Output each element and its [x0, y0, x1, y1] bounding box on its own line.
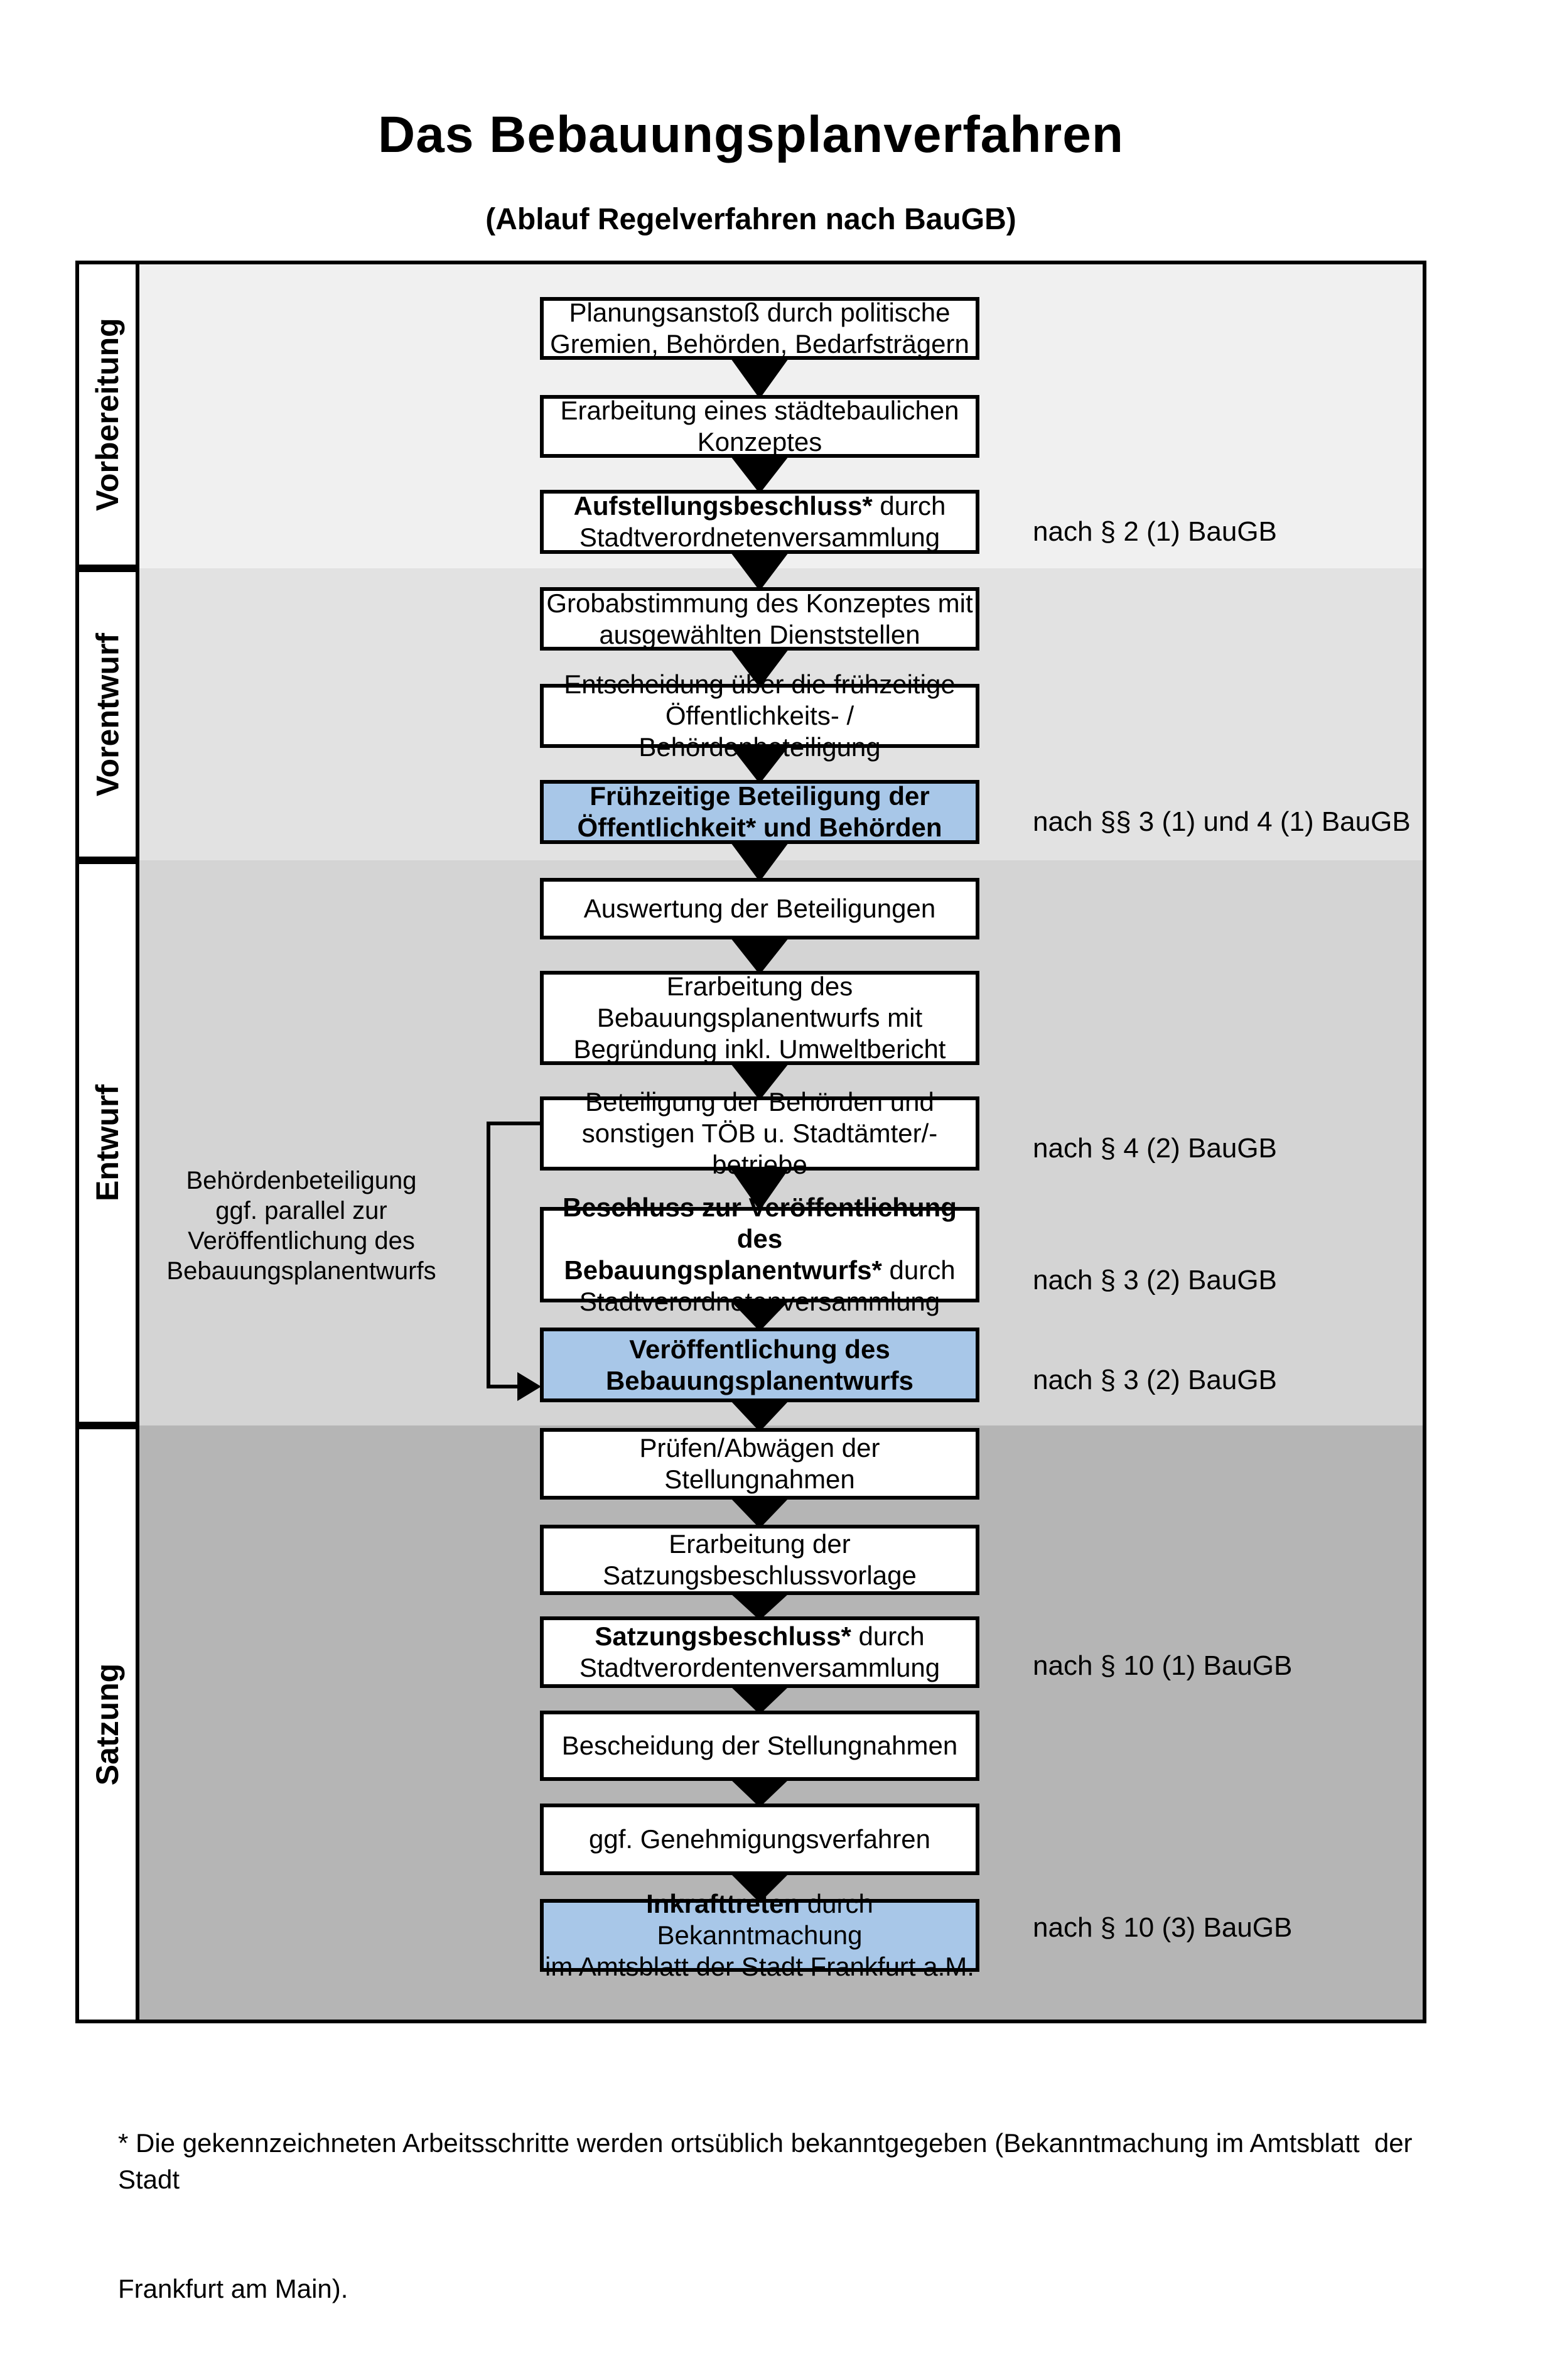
step-text-line: Prüfen/Abwägen der Stellungnahmen: [639, 1433, 880, 1494]
flow-down-arrow: [731, 1780, 789, 1807]
law-reference: nach § 3 (2) BauGB: [1033, 1265, 1277, 1295]
step-box-7: Auswertung der Beteiligungen: [540, 878, 979, 939]
parallel-connector-top: [487, 1122, 541, 1125]
step-text-line: Beteiligung der Behörden und: [585, 1087, 934, 1117]
footnote: * Die gekennzeichneten Arbeitsschritte w…: [118, 2052, 1462, 2380]
flow-down-arrow: [731, 1401, 789, 1432]
phase-label-entwurf: Entwurf: [90, 1084, 125, 1202]
step-text-line: Bebauungsplanentwurfs: [605, 1365, 914, 1395]
page-title: Das Bebauungsplanverfahren: [378, 106, 1124, 163]
step-text-line: Gremien, Behörden, Bedarfsträgern: [550, 329, 969, 359]
flow-down-arrow: [731, 649, 789, 688]
step-text-line: Begründung inkl. Umweltbericht: [573, 1034, 946, 1064]
law-reference: nach § 3 (2) BauGB: [1033, 1365, 1277, 1395]
flow-down-arrow: [731, 938, 789, 975]
page-subtitle: (Ablauf Regelverfahren nach BauGB): [485, 203, 1016, 236]
step-text-line: Satzungsbeschluss* durch: [595, 1621, 925, 1651]
step-text-line: Öffentlichkeit* und Behörden: [577, 813, 942, 842]
step-text-line: Bebauungsplanentwurfs* durch: [564, 1255, 956, 1285]
flow-down-arrow: [731, 457, 789, 494]
step-text-line: Aufstellungsbeschluss* durch: [573, 491, 946, 521]
parallel-connector-arrow-icon: [517, 1372, 541, 1401]
step-text-line: ausgewählten Dienststellen: [599, 619, 920, 649]
document-page: Das Bebauungsplanverfahren (Ablauf Regel…: [75, 106, 1426, 2303]
parallel-connector-vertical: [487, 1122, 490, 1388]
law-reference: nach § 10 (3) BauGB: [1033, 1912, 1293, 1943]
flow-down-arrow: [731, 843, 789, 882]
phase-cell-vorbereitung: [75, 261, 139, 568]
phase-label-satzung: Satzung: [90, 1663, 125, 1786]
phase-label-vorentwurf: Vorentwurf: [90, 632, 125, 796]
flow-down-arrow: [731, 553, 789, 591]
step-text-line: Erarbeitung eines städtebaulichen: [560, 396, 959, 425]
parallel-note-line: Behördenbeteiligung: [186, 1167, 417, 1194]
flow-down-arrow: [731, 1169, 789, 1211]
step-text-line: Stadtverordnetenversammlung: [579, 522, 940, 552]
step-box-15: Bescheidung der Stellungnahmen: [540, 1711, 979, 1781]
step-text-line: Inkrafttreten durch Bekanntmachung: [646, 1889, 873, 1950]
step-text-line: Konzeptes: [697, 427, 822, 457]
parallel-connector-bottom: [487, 1385, 519, 1388]
step-text-line: Bescheidung der Stellungnahmen: [561, 1731, 958, 1760]
step-box-12: Prüfen/Abwägen der Stellungnahmen: [540, 1428, 979, 1500]
parallel-note-line: ggf. parallel zur: [215, 1197, 387, 1225]
step-text-line: Entscheidung über die frühzeitige: [564, 669, 956, 699]
step-text-line: Grobabstimmung des Konzeptes mit: [546, 588, 973, 618]
footnote-line: Frankfurt am Main).: [118, 2274, 348, 2303]
flow-down-arrow: [731, 359, 789, 399]
step-text-line: Erarbeitung der: [669, 1529, 851, 1559]
step-text-line: ggf. Genehmigungsverfahren: [588, 1824, 930, 1854]
step-text-line: Frühzeitige Beteiligung der: [590, 781, 930, 811]
parallel-note-line: Bebauungsplanentwurfs: [166, 1257, 436, 1285]
law-reference: nach §§ 3 (1) und 4 (1) BauGB: [1033, 806, 1411, 837]
phase-label-vorbereitung: Vorbereitung: [90, 318, 125, 511]
phase-cell-vorentwurf: [75, 568, 139, 860]
step-text-line: Veröffentlichung des: [629, 1334, 890, 1364]
parallel-note-line: Veröffentlichung des: [188, 1227, 415, 1255]
step-text-line: im Amtsblatt der Stadt Frankfurt a.M.: [545, 1952, 974, 1981]
flow-down-arrow: [731, 747, 789, 784]
step-text-line: Stadtverordnetenversammlung: [579, 1287, 940, 1316]
flow-down-arrow: [731, 1498, 789, 1528]
footnote-line: * Die gekennzeichneten Arbeitsschritte w…: [118, 2128, 1420, 2194]
step-text-line: Stadtverordentenversammlung: [579, 1653, 940, 1682]
step-text-line: Öffentlichkeits- / Behördenbeteiligung: [638, 701, 881, 762]
flow-down-arrow: [731, 1301, 789, 1331]
step-text-line: Erarbeitung des: [666, 971, 853, 1001]
step-text-line: Bebauungsplanentwurfs mit: [596, 1003, 923, 1032]
step-text-line: Planungsanstoß durch politische: [569, 298, 951, 327]
law-reference: nach § 4 (2) BauGB: [1033, 1133, 1277, 1164]
step-text-line: Beschluss zur Veröffentlichung des: [563, 1193, 957, 1253]
flow-down-arrow: [731, 1687, 789, 1714]
step-text-line: Auswertung der Beteiligungen: [583, 894, 936, 923]
flow-down-arrow: [731, 1594, 789, 1620]
flow-down-arrow: [731, 1064, 789, 1100]
flow-down-arrow: [731, 1874, 789, 1903]
step-text-line: sonstigen TÖB u. Stadtämter/-betriebe: [581, 1118, 938, 1179]
law-reference: nach § 2 (1) BauGB: [1033, 516, 1277, 547]
step-text-line: Satzungsbeschlussvorlage: [603, 1561, 917, 1590]
law-reference: nach § 10 (1) BauGB: [1033, 1650, 1293, 1681]
step-box-16: ggf. Genehmigungsverfahren: [540, 1804, 979, 1875]
